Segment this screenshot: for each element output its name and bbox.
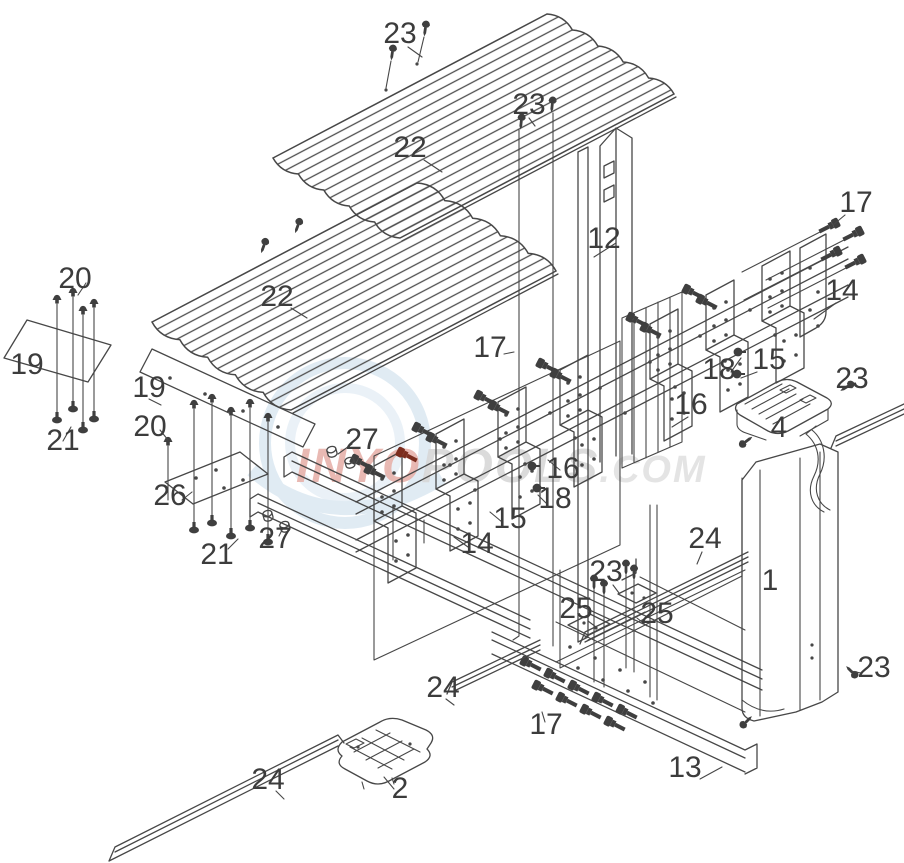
bottom-rail-13: [491, 631, 758, 775]
callout-1-post: 1: [762, 564, 779, 597]
vertical-track-16: [621, 291, 683, 469]
callout-14-top-right: 14: [825, 274, 858, 307]
callout-16-left: 16: [546, 452, 579, 485]
callout-24-right: 24: [688, 522, 721, 555]
callout-21-mid: 21: [200, 538, 233, 571]
callout-20-left-top: 20: [58, 262, 91, 295]
callout-18-left: 18: [538, 482, 571, 515]
callout-15-left: 15: [493, 502, 526, 535]
callout-27-lower: 27: [258, 522, 291, 555]
callout-26-plate: 26: [153, 479, 186, 512]
callout-17-bottom: 17: [529, 708, 562, 741]
callout-labels: 23 23 22 12 17 14 20 19 19 21 20 22 17 1…: [10, 17, 890, 805]
top-rail-assembly: [348, 217, 868, 584]
callout-17-top-right: 17: [839, 186, 872, 219]
corrugated-panel-22-lower: [150, 182, 559, 414]
bottom-plate-26-cluster: [163, 393, 273, 546]
leader-lines: [62, 46, 862, 800]
red-screw-icon: [395, 446, 418, 463]
callout-23-roof-left: 23: [383, 17, 416, 50]
ledge-channels: [249, 451, 763, 691]
watermark-suffix: .COM: [599, 449, 706, 491]
panel-screw-icon: [291, 216, 305, 235]
callout-22-upper-panel: 22: [393, 131, 426, 164]
post-screw-23-icon: [737, 713, 755, 731]
callout-13-rail: 13: [668, 751, 701, 784]
callout-16-right: 16: [674, 388, 707, 421]
watermark: INYOPOOLS.COM: [247, 357, 707, 529]
callout-27-upper: 27: [345, 423, 378, 456]
top-cap-4: [734, 378, 832, 441]
callout-17-mid: 17: [473, 331, 506, 364]
callout-2-base: 2: [392, 772, 409, 805]
callout-25-right: 25: [640, 597, 673, 630]
callout-24-bottom: 24: [251, 763, 284, 796]
callout-19-left: 19: [10, 348, 43, 381]
callout-19-strip: 19: [132, 371, 165, 404]
callout-15-right: 15: [752, 343, 785, 376]
cap-screw-23-icon: [737, 433, 755, 450]
watermark-text: INYOPOOLS.COM: [296, 440, 707, 493]
roof-screws-23: [384, 20, 558, 647]
callout-18-right: 18: [702, 353, 735, 386]
callout-12-track: 12: [587, 222, 620, 255]
callout-4-cap: 4: [771, 411, 788, 444]
callout-23-roof-right: 23: [512, 88, 545, 121]
callout-23-track: 23: [589, 555, 622, 588]
bottom-rails-24: [108, 403, 904, 862]
callout-23-cap: 23: [835, 362, 868, 395]
callout-23-post-bottom: 23: [857, 651, 890, 684]
top-plate-19-left: [3, 287, 316, 448]
strap-bracket: [805, 425, 831, 513]
callout-24-mid: 24: [426, 671, 459, 704]
base-plate-2: [337, 717, 434, 790]
panel-screw-icon: [257, 236, 271, 255]
upright-post-1: [734, 378, 861, 731]
callout-22-lower-panel: 22: [260, 280, 293, 313]
callout-21-left: 21: [46, 424, 79, 457]
callout-14-left: 14: [460, 527, 493, 560]
callout-20-mid: 20: [133, 410, 166, 443]
callout-25-left: 25: [559, 592, 592, 625]
